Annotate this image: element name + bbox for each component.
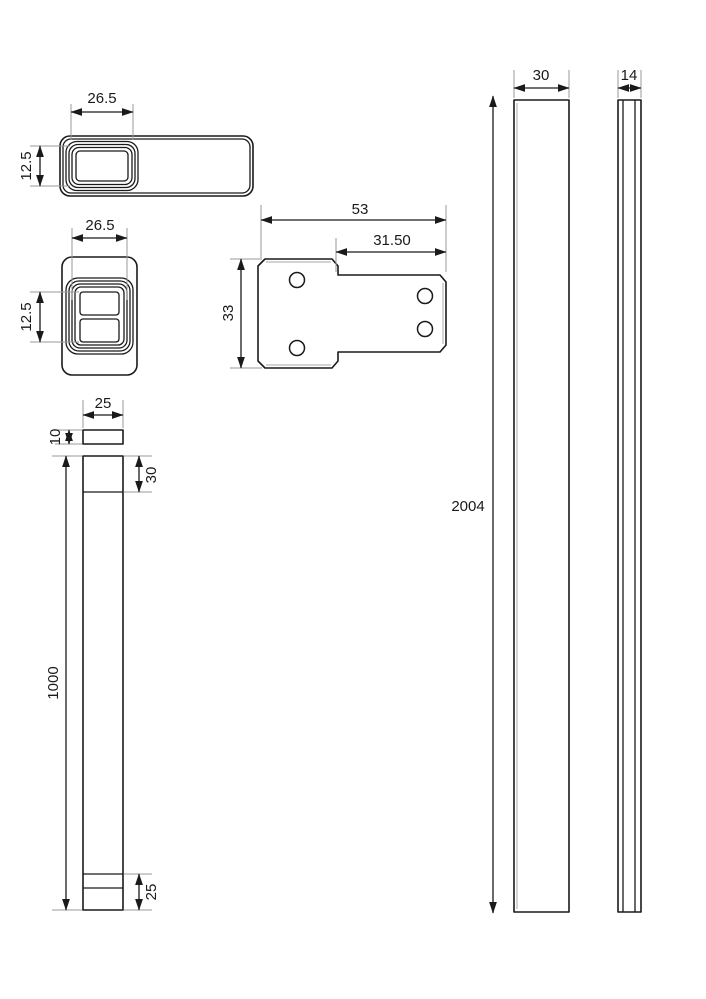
switch2-rocker-face-top [79, 291, 120, 316]
bar1000-h10-label: 10 [47, 429, 64, 446]
bar2004-len-label: 2004 [451, 498, 484, 515]
switch1-bezel-outer [65, 140, 139, 192]
bar2004-front-body [513, 99, 570, 913]
bracket-h33-label: 33 [220, 305, 237, 322]
switch1-bezel-inner [71, 146, 133, 186]
bar1000-cap [82, 429, 124, 445]
bracket-hole-bottom-right [416, 320, 434, 338]
bracket-hole-bottom-left [288, 339, 306, 357]
switch2-bezel-outer [65, 277, 134, 355]
switch2-outer-body [61, 256, 138, 376]
switch1-bezel-mid [68, 143, 136, 189]
switch1-outer-body-offset [62, 138, 251, 194]
bar2004-w30-label: 30 [533, 67, 550, 84]
bar1000-h30-label: 30 [143, 467, 160, 484]
view-switch-front-single: 26.5 12.5 [18, 90, 254, 197]
switch1-width-label: 26.5 [87, 90, 116, 107]
switch2-bezel-inner2 [74, 286, 125, 346]
bar1000-len-label: 1000 [45, 666, 62, 699]
view-bracket-plate: 53 31.50 33 [220, 201, 447, 369]
switch2-rocker-face-bottom [79, 318, 120, 343]
switch2-width-label: 26.5 [85, 217, 114, 234]
bar1000-w25-label: 25 [95, 395, 112, 412]
bracket-hole-top-left [288, 271, 306, 289]
view-bar-2004-side: 14 [617, 67, 642, 913]
switch1-rocker-face [75, 150, 129, 182]
bracket-w3150-label: 31.50 [373, 232, 411, 249]
bar1000-h25b-label: 25 [143, 884, 160, 901]
bar2004-side-body [617, 99, 642, 913]
bar2004-side-w14-label: 14 [621, 67, 638, 84]
view-switch-front-double: 26.5 12.5 [18, 217, 138, 376]
bar1000-body [82, 455, 124, 911]
switch2-bezel-mid [68, 280, 131, 352]
switch2-bezel-inner [71, 283, 128, 349]
bracket-w53-label: 53 [352, 201, 369, 218]
switch1-height-label: 12.5 [18, 151, 35, 180]
bracket-hole-top-right [416, 287, 434, 305]
view-bar-2004-front: 30 2004 [451, 67, 570, 914]
switch2-height-label: 12.5 [18, 302, 35, 331]
bracket-outline [257, 258, 447, 369]
view-bar-1000: 25 10 30 1000 25 [45, 395, 160, 911]
